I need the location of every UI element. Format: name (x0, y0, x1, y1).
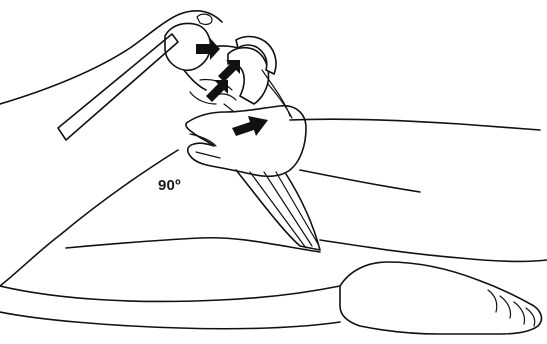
second-leg (0, 286, 340, 329)
femur-shaft (58, 34, 178, 140)
lower-leg (66, 170, 547, 261)
foot (340, 262, 541, 334)
arrow-icon (206, 80, 228, 102)
examiner-hand (186, 37, 540, 192)
angle-label: 90º (158, 177, 181, 194)
